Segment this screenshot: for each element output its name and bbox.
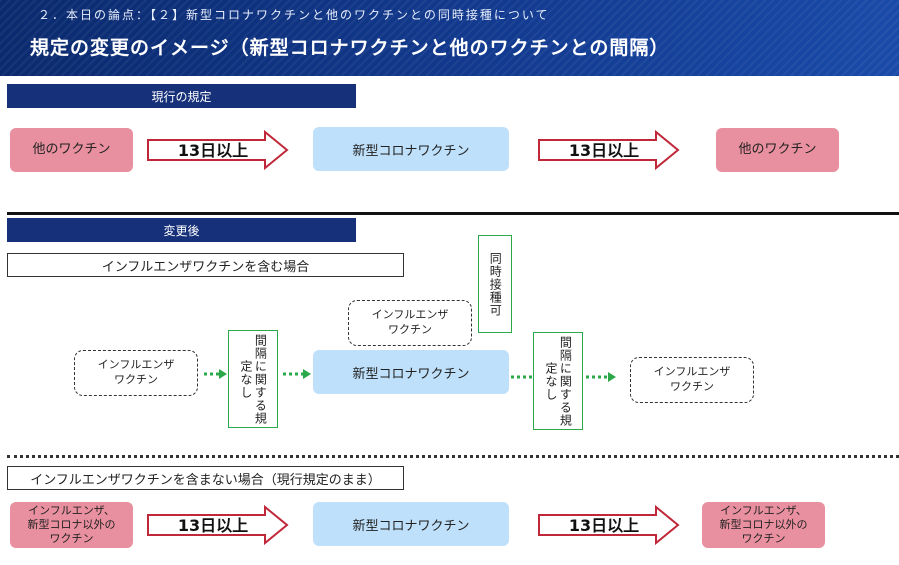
case2-arrow-2: 13日以上 bbox=[538, 504, 680, 546]
dotted-arrow-2 bbox=[283, 369, 311, 379]
flu-vaccine-left: インフルエンザ ワクチン bbox=[74, 350, 198, 396]
case2-arrow-1-label: 13日以上 bbox=[178, 516, 248, 535]
no-interval-rule-left-text: 間隔に関する規定なし bbox=[239, 333, 268, 425]
current-arrow-1-label: 13日以上 bbox=[178, 141, 248, 160]
current-arrow-2-label: 13日以上 bbox=[569, 141, 639, 160]
flu-vaccine-top: インフルエンザ ワクチン bbox=[348, 300, 472, 346]
current-other-vaccine-left: 他のワクチン bbox=[10, 128, 133, 172]
slide-title: 規定の変更のイメージ（新型コロナワクチンと他のワクチンとの間隔） bbox=[30, 37, 670, 59]
current-rules-bar: 現行の規定 bbox=[7, 84, 356, 108]
after-change-bar: 変更後 bbox=[7, 218, 356, 242]
slide-header: ２．本日の論点：【２】新型コロナワクチンと他のワクチンとの同時接種について 規定… bbox=[0, 0, 899, 76]
slide-subtitle: ２．本日の論点：【２】新型コロナワクチンと他のワクチンとの同時接種について bbox=[38, 8, 550, 22]
other-vaccine-left: インフルエンザ、 新型コロナ以外の ワクチン bbox=[10, 502, 133, 548]
simultaneous-ok-box: 同時接種可 bbox=[478, 235, 512, 333]
current-other-vaccine-right: 他のワクチン bbox=[716, 128, 839, 172]
flu-vaccine-right: インフルエンザ ワクチン bbox=[630, 357, 754, 403]
current-arrow-1: 13日以上 bbox=[147, 129, 289, 171]
no-interval-rule-right-text: 間隔に関する規定なし bbox=[544, 335, 573, 427]
no-interval-rule-right: 間隔に関する規定なし bbox=[533, 332, 583, 430]
no-interval-rule-left: 間隔に関する規定なし bbox=[228, 330, 278, 428]
dotted-arrow-1 bbox=[204, 369, 227, 379]
case2-arrow-1: 13日以上 bbox=[147, 504, 289, 546]
case-without-flu-label: インフルエンザワクチンを含まない場合（現行規定のまま） bbox=[7, 466, 404, 490]
case-divider bbox=[7, 455, 899, 458]
other-vaccine-right: インフルエンザ、 新型コロナ以外の ワクチン bbox=[702, 502, 825, 548]
case2-arrow-2-label: 13日以上 bbox=[569, 516, 639, 535]
current-covid-vaccine: 新型コロナワクチン bbox=[313, 127, 509, 171]
dotted-arrow-3 bbox=[511, 375, 533, 379]
section-divider bbox=[7, 212, 899, 215]
after-covid-vaccine: 新型コロナワクチン bbox=[313, 350, 509, 394]
case-with-flu-label: インフルエンザワクチンを含む場合 bbox=[7, 253, 404, 277]
simultaneous-ok-text: 同時接種可 bbox=[488, 251, 503, 317]
current-arrow-2: 13日以上 bbox=[538, 129, 680, 171]
case2-covid-vaccine: 新型コロナワクチン bbox=[313, 502, 509, 546]
dotted-arrow-4 bbox=[586, 372, 616, 382]
